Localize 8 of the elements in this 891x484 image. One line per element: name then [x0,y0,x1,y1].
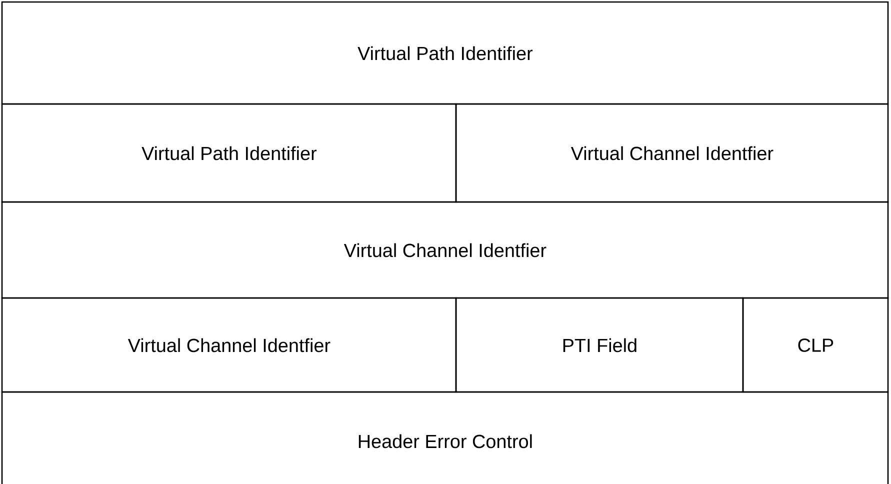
field-cell: Virtual Path Identifier [358,46,533,60]
field-cell: PTI Field [563,338,636,352]
field-cell: Virtual Channel Identfier [344,243,546,258]
field-cell: CLP [798,338,834,352]
field-cell: Virtual Channel Identfier [128,338,330,352]
field-cell: Virtual Path Identifier [142,146,317,160]
field-cell: Virtual Channel Identfier [570,146,774,160]
field-cell: Header Error Control [358,434,532,448]
